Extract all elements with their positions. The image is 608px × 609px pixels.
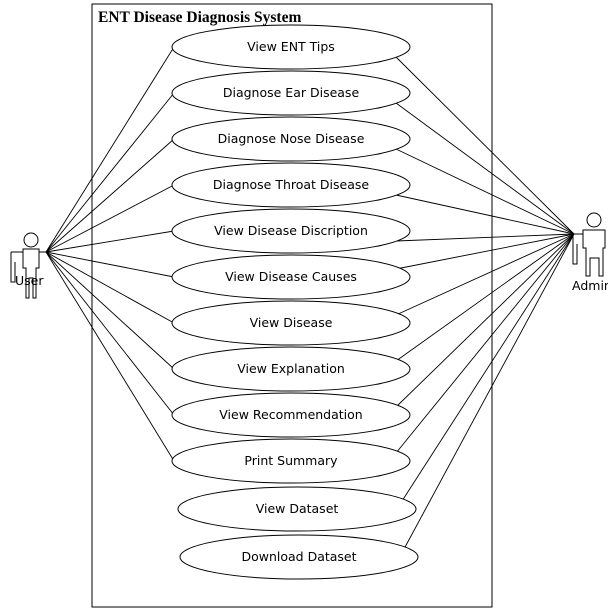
use-case-label: Download Dataset — [241, 549, 356, 564]
admin-association-view-disease-causes — [395, 233, 575, 270]
admin-association-view-disease-discription — [395, 233, 575, 242]
use-case-ellipse — [171, 346, 411, 392]
admin-association-view-explanation — [395, 233, 575, 362]
use-case-view-dataset: View Dataset — [177, 486, 417, 532]
admin-actor-arm — [572, 233, 583, 265]
use-case-label: View Disease Discription — [214, 223, 368, 238]
use-case-label: View Explanation — [237, 361, 345, 376]
use-case-ellipse — [171, 70, 411, 116]
admin-association-view-ent-tips — [395, 56, 575, 235]
user-association-view-disease-discription — [45, 230, 175, 253]
use-case-ellipse — [171, 162, 411, 208]
user-association-diagnose-ear-disease — [45, 92, 175, 253]
use-case-view-recommendation: View Recommendation — [171, 392, 411, 438]
use-case-label: Diagnose Nose Disease — [218, 131, 365, 146]
use-case-view-disease: View Disease — [171, 300, 411, 346]
use-case-ellipse — [171, 116, 411, 162]
admin-actor-label: Admin — [572, 278, 608, 293]
system-title: ENT Disease Diagnosis System — [98, 9, 301, 26]
use-case-view-disease-discription: View Disease Discription — [171, 208, 411, 254]
admin-actor-head — [586, 212, 602, 228]
use-case-diagnose-nose-disease: Diagnose Nose Disease — [171, 116, 411, 162]
use-case-label: View Disease Causes — [225, 269, 357, 284]
association-lines — [45, 46, 575, 550]
use-case-ellipse — [171, 438, 411, 484]
use-case-diagnose-ear-disease: Diagnose Ear Disease — [171, 70, 411, 116]
use-case-label: Print Summary — [244, 453, 338, 468]
use-case-view-explanation: View Explanation — [171, 346, 411, 392]
use-case-label: View ENT Tips — [247, 39, 335, 54]
user-association-view-disease — [45, 251, 175, 324]
use-case-ellipse — [177, 486, 417, 532]
user-association-diagnose-throat-disease — [45, 184, 175, 253]
user-actor-label: User — [15, 273, 44, 288]
admin-association-view-recommendation — [395, 233, 575, 408]
admin-association-diagnose-nose-disease — [395, 148, 575, 235]
use-case-ellipse — [171, 300, 411, 346]
use-case-ellipse — [171, 392, 411, 438]
user-association-view-disease-causes — [45, 251, 175, 278]
admin-association-print-summary — [395, 233, 575, 454]
user-actor: User — [10, 232, 49, 299]
user-actor-body — [22, 248, 40, 299]
admin-association-view-disease — [395, 233, 575, 316]
user-association-print-summary — [45, 251, 175, 462]
system-boundary — [91, 3, 493, 608]
user-association-diagnose-nose-disease — [45, 138, 175, 253]
use-case-diagnose-throat-disease: Diagnose Throat Disease — [171, 162, 411, 208]
use-case-view-disease-causes: View Disease Causes — [171, 254, 411, 300]
use-case-label: View Dataset — [256, 501, 339, 516]
user-association-view-explanation — [45, 251, 175, 370]
user-association-view-ent-tips — [45, 46, 175, 253]
use-case-ellipse — [179, 534, 419, 580]
use-case-ellipse — [171, 208, 411, 254]
use-case-label: Diagnose Throat Disease — [213, 177, 370, 192]
use-case-label: View Disease — [250, 315, 333, 330]
user-actor-head — [23, 232, 39, 248]
admin-association-diagnose-ear-disease — [395, 102, 575, 235]
admin-actor-body — [582, 229, 606, 277]
use-case-ellipse — [171, 24, 411, 70]
use-case-ellipse — [171, 254, 411, 300]
use-case-view-ent-tips: View ENT Tips — [171, 24, 411, 70]
admin-association-view-dataset — [401, 233, 575, 502]
admin-association-diagnose-throat-disease — [395, 194, 575, 235]
use-case-label: Diagnose Ear Disease — [223, 85, 360, 100]
admin-actor: Admin — [572, 212, 608, 293]
admin-association-download-dataset — [403, 233, 575, 550]
user-actor-arms — [10, 251, 49, 283]
use-case-label: View Recommendation — [219, 407, 362, 422]
use-case-download-dataset: Download Dataset — [179, 534, 419, 580]
use-case-print-summary: Print Summary — [171, 438, 411, 484]
user-association-view-recommendation — [45, 251, 175, 416]
